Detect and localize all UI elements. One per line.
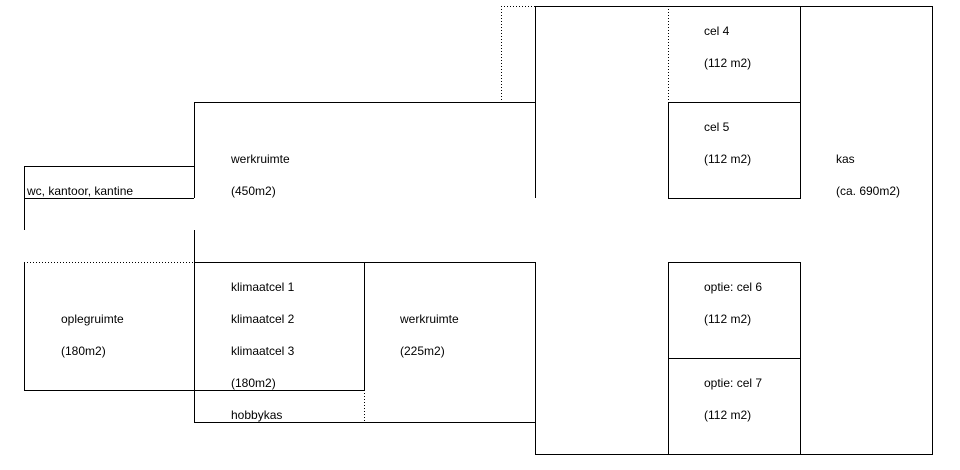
room-area-werkruimte-large: (450m2) [231,184,276,198]
room-label-wc-kantoor: wc, kantoor, kantine [26,184,133,198]
walls [24,6,933,455]
room-label-cel-6: optie: cel 6 [704,280,762,294]
room-label-werkruimte-large: werkruimte [230,152,290,166]
room-label-oplegruimte: oplegruimte [61,312,124,326]
room-area-klimaatcellen: (180m2) [231,376,276,390]
dotted-walls [24,6,669,422]
room-area-cel-6: (112 m2) [704,312,751,326]
room-area-cel-5: (112 m2) [704,152,751,166]
room-label-cel-7: optie: cel 7 [704,376,762,390]
room-label-klimaatcel-2: klimaatcel 2 [231,312,295,326]
room-area-oplegruimte: (180m2) [61,344,106,358]
room-label-klimaatcel-1: klimaatcel 1 [231,280,295,294]
room-label-cel-5: cel 5 [704,120,730,134]
room-label-klimaatcel-3: klimaatcel 3 [231,344,295,358]
room-label-werkruimte-small: werkruimte [399,312,459,326]
room-label-kas: kas [836,152,855,166]
room-label-hobbykas: hobbykas [231,408,282,422]
room-area-cel-4: (112 m2) [704,56,751,70]
room-area-kas: (ca. 690m2) [836,184,900,198]
room-area-cel-7: (112 m2) [704,408,751,422]
room-label-cel-4: cel 4 [704,24,730,38]
room-labels: wc, kantoor, kantine werkruimte (450m2) … [26,24,900,422]
room-area-werkruimte-small: (225m2) [400,344,445,358]
